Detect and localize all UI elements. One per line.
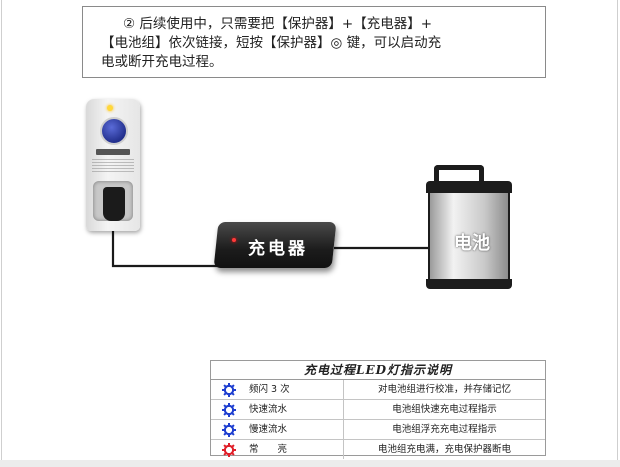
bottom-band xyxy=(0,460,620,467)
charger-label: 充电器 xyxy=(236,234,320,259)
blue-gear-icon xyxy=(211,380,247,399)
battery-bottom-cap xyxy=(426,279,512,289)
legend-description: 电池组充电满，充电保护器断电 xyxy=(344,440,545,459)
legend-mode: 慢速流水 xyxy=(247,420,344,439)
led-legend-table: 充电过程LED灯指示说明 频闪 3 次对电池组进行校准，并存储记忆快速流水电池组… xyxy=(210,360,546,456)
legend-description: 电池组浮充充电过程指示 xyxy=(344,420,545,439)
legend-row: 慢速流水电池组浮充充电过程指示 xyxy=(211,420,545,440)
legend-mode: 快速流水 xyxy=(247,400,344,419)
protector-led-icon xyxy=(107,105,113,111)
legend-row: 快速流水电池组快速充电过程指示 xyxy=(211,400,545,420)
protector-device xyxy=(86,99,140,231)
legend-title: 充电过程LED灯指示说明 xyxy=(211,361,545,380)
protector-brand-mark xyxy=(96,149,130,155)
legend-row: 常 亮电池组充电满，充电保护器断电 xyxy=(211,440,545,459)
legend-description: 对电池组进行校准，并存储记忆 xyxy=(344,380,545,399)
blue-gear-icon xyxy=(211,400,247,419)
battery-top-cap xyxy=(426,181,512,193)
plug-icon xyxy=(103,187,125,221)
blue-gear-icon xyxy=(211,420,247,439)
legend-row: 频闪 3 次对电池组进行校准，并存储记忆 xyxy=(211,380,545,400)
battery-label: 电池 xyxy=(452,229,492,255)
protector-button-icon xyxy=(100,117,128,145)
legend-description: 电池组快速充电过程指示 xyxy=(344,400,545,419)
protector-fine-print xyxy=(92,159,134,173)
red-gear-icon xyxy=(211,440,247,459)
legend-mode: 频闪 3 次 xyxy=(247,380,344,399)
legend-mode: 常 亮 xyxy=(247,440,344,459)
protector-cable xyxy=(113,228,222,266)
